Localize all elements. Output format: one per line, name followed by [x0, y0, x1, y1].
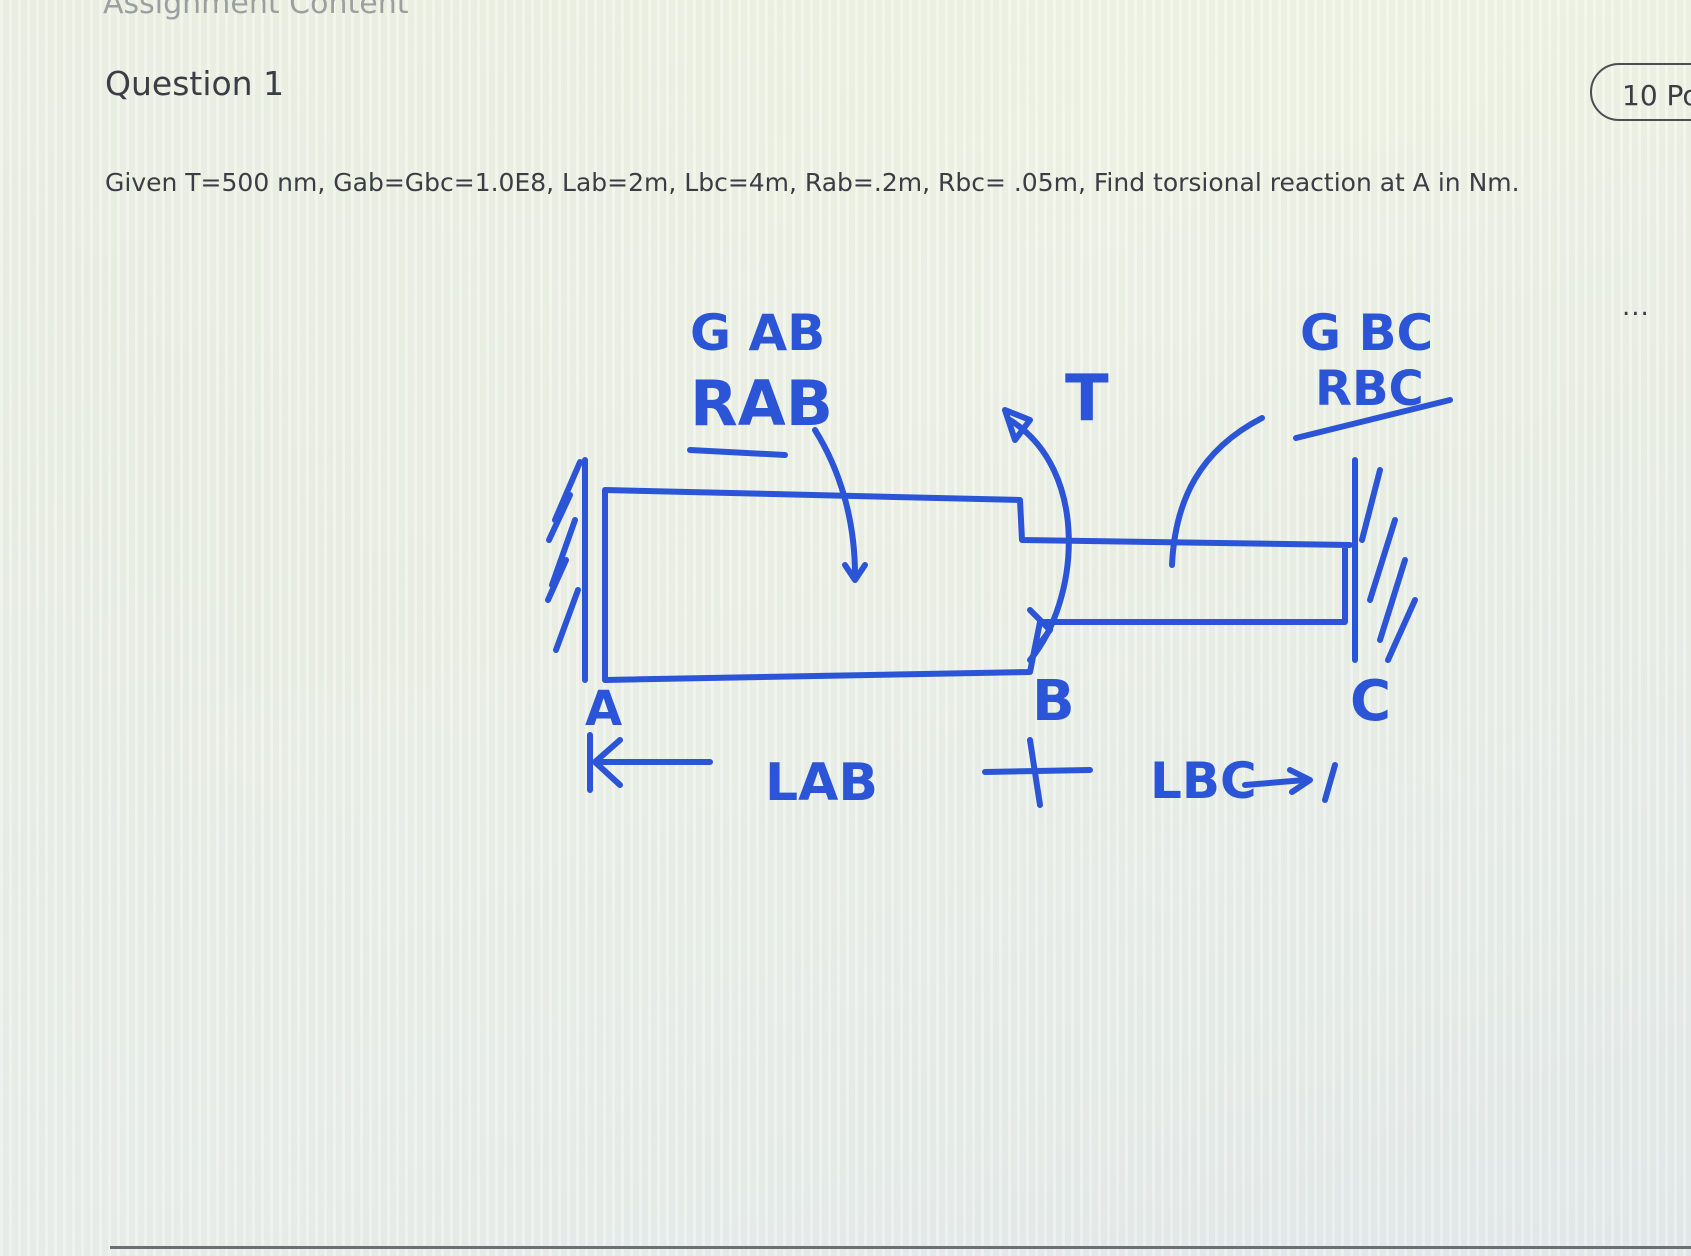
- label-t: T: [1065, 362, 1109, 436]
- label-rab: RAB: [690, 367, 833, 440]
- lbc-dimension: [1242, 762, 1338, 803]
- wall-a-hatch: [549, 457, 588, 683]
- label-lab: LAB: [765, 753, 878, 813]
- question-title: Question 1: [105, 64, 285, 103]
- label-a: A: [585, 681, 622, 737]
- rbc-leader: [1169, 415, 1265, 568]
- wall-c-hatch: [1352, 457, 1418, 663]
- shaft-ab: [602, 487, 1353, 683]
- label-rbc: RBC: [1315, 361, 1424, 417]
- b-marker: [982, 737, 1093, 808]
- lab-dimension: [587, 732, 713, 793]
- label-gab: G AB: [690, 304, 825, 362]
- points-badge: 10 Po: [1590, 63, 1691, 121]
- label-c: C: [1350, 669, 1391, 734]
- label-b: B: [1032, 669, 1075, 734]
- question-text: Given T=500 nm, Gab=Gbc=1.0E8, Lab=2m, L…: [105, 168, 1520, 197]
- more-options-button[interactable]: ...: [1622, 292, 1650, 322]
- content-divider: [110, 1246, 1691, 1249]
- section-title: Assignment Content: [103, 0, 409, 21]
- label-lbc: LBC: [1150, 752, 1257, 810]
- label-gbc: G BC: [1300, 304, 1433, 362]
- rab-leader: [812, 427, 868, 583]
